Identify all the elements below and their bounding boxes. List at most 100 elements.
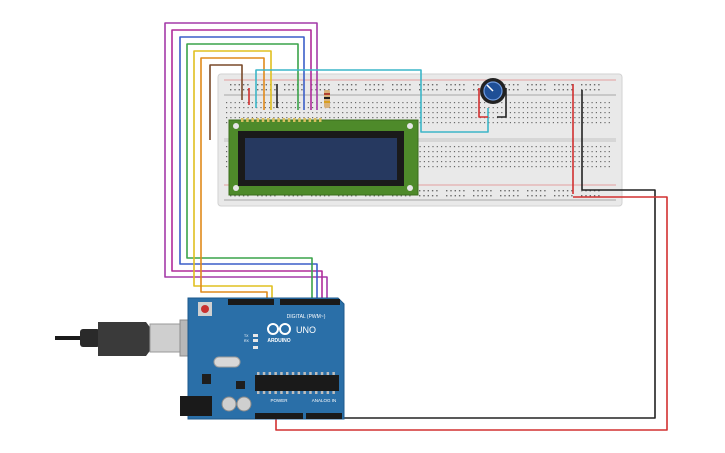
breadboard-hole	[544, 151, 546, 153]
breadboard-hole	[290, 102, 292, 104]
breadboard-hole	[589, 84, 591, 86]
breadboard-hole	[591, 146, 593, 148]
breadboard-hole	[288, 84, 290, 86]
breadboard-hole	[518, 122, 520, 124]
wire-5v-red[interactable]	[275, 196, 668, 431]
breadboard-hole	[410, 107, 413, 109]
breadboard-hole	[544, 195, 546, 197]
chip-pin	[262, 391, 266, 394]
breadboard-hole	[509, 146, 511, 148]
breadboard-hole	[428, 117, 430, 119]
lcd-pin	[308, 118, 312, 122]
wire-yellow[interactable]	[193, 50, 273, 305]
usb-strain-relief	[80, 329, 100, 347]
breadboard-hole	[558, 89, 560, 91]
breadboard-hole	[475, 112, 477, 114]
breadboard-hole	[557, 112, 559, 114]
breadboard-hole	[574, 122, 576, 124]
arduino-infinity-icon	[267, 323, 291, 335]
breadboard-hole	[558, 195, 560, 197]
wire-purple[interactable]	[164, 22, 328, 305]
breadboard-hole	[226, 117, 228, 119]
breadboard-hole	[423, 151, 425, 153]
wire-brown[interactable]	[209, 64, 243, 140]
breadboard-hole	[260, 112, 262, 114]
breadboard-hole	[562, 195, 564, 197]
breadboard-hole	[453, 112, 456, 114]
breadboard-hole	[431, 195, 434, 197]
power-jack[interactable]	[180, 396, 212, 416]
breadboard-hole	[535, 102, 537, 104]
breadboard-hole	[419, 117, 421, 119]
breadboard-hole	[428, 102, 430, 104]
breadboard-hole	[458, 107, 460, 109]
breadboard-hole	[355, 195, 357, 197]
arduino-uno-board[interactable]: DIGITAL (PWM~) ARDUINO UNO TX RX POWER A…	[180, 297, 345, 420]
breadboard-hole	[337, 102, 339, 104]
breadboard-hole	[522, 156, 524, 158]
breadboard-hole	[593, 195, 596, 197]
breadboard-hole	[492, 151, 494, 153]
breadboard-hole	[238, 84, 240, 86]
wire-orange[interactable]	[200, 57, 268, 305]
breadboard-hole	[234, 107, 236, 109]
breadboard-hole	[591, 122, 593, 124]
breadboard-hole	[604, 112, 606, 114]
breadboard-hole	[389, 107, 391, 109]
resistor[interactable]	[324, 90, 330, 108]
atmega-pins	[257, 372, 335, 394]
wire-green[interactable]	[186, 43, 313, 305]
breadboard-hole	[458, 117, 460, 119]
breadboard-hole	[514, 102, 516, 104]
breadboard-hole	[396, 89, 398, 91]
breadboard-hole	[404, 89, 407, 91]
breadboard-hole	[466, 112, 468, 114]
breadboard-hole	[527, 166, 529, 168]
breadboard-hole	[548, 112, 550, 114]
breadboard-hole	[561, 107, 563, 109]
breadboard-hole	[281, 102, 284, 104]
power-label: POWER	[270, 398, 288, 403]
wire-pot-black[interactable]	[497, 88, 507, 118]
breadboard-hole	[342, 102, 344, 104]
wire-pot-red[interactable]	[478, 88, 488, 118]
wire-blue[interactable]	[179, 36, 318, 305]
breadboard-hole	[527, 122, 529, 124]
breadboard-hole	[479, 102, 481, 104]
breadboard-hole	[565, 117, 567, 119]
breadboard-hole	[274, 89, 276, 91]
breadboard-hole	[406, 112, 408, 114]
breadboard-hole	[462, 107, 464, 109]
usb-plug-body	[98, 322, 152, 356]
breadboard-hole	[475, 166, 477, 168]
breadboard-hole	[531, 166, 533, 168]
breadboard-hole	[570, 122, 572, 124]
breadboard-hole	[595, 166, 597, 168]
lcd-module[interactable]	[228, 118, 419, 196]
breadboard-hole	[471, 102, 473, 104]
breadboard-hole	[514, 161, 516, 163]
breadboard-hole	[501, 146, 503, 148]
breadboard-hole	[380, 117, 382, 119]
breadboard-hole	[423, 156, 425, 158]
usb-cable-icon[interactable]	[55, 319, 205, 357]
breadboard-hole	[514, 117, 516, 119]
wire-cyan[interactable]	[255, 69, 489, 133]
breadboard-hole	[369, 89, 371, 91]
breadboard-hole	[570, 117, 572, 119]
breadboard-hole	[441, 122, 443, 124]
lcd-pin	[251, 118, 254, 122]
lcd-pin	[267, 118, 270, 122]
lcd-pin	[246, 118, 249, 122]
breadboard-hole	[365, 84, 367, 86]
breadboard-hole	[531, 89, 533, 91]
breadboard-hole	[587, 102, 589, 104]
breadboard-hole	[544, 190, 546, 192]
breadboard-hole	[492, 117, 494, 119]
potentiometer[interactable]	[480, 78, 506, 104]
breadboard-hole	[346, 89, 348, 91]
wire-magenta[interactable]	[171, 29, 323, 305]
lcd-mount-hole	[407, 123, 413, 129]
breadboard-hole	[230, 107, 232, 109]
lcd-pin	[303, 118, 306, 122]
